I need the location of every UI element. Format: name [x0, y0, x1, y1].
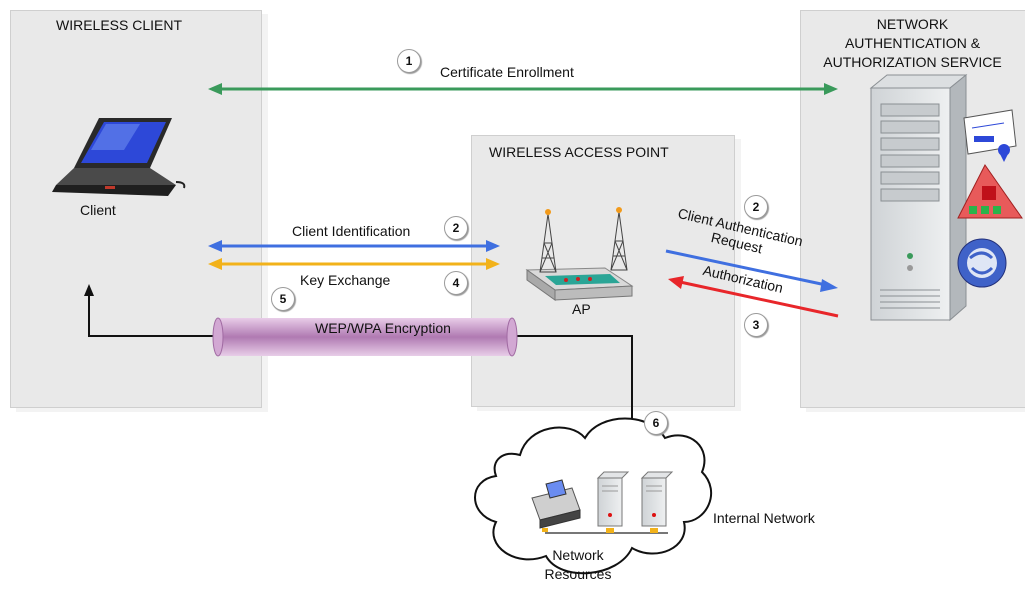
network-resources-line-2: Resources — [544, 566, 612, 582]
printer-icon — [531, 479, 581, 532]
auth-service-title-line-1: NETWORK — [876, 16, 949, 32]
network-resources-line-1: Network — [552, 547, 604, 563]
client-identification-label: Client Identification — [292, 223, 411, 239]
encryption-tunnel — [212, 317, 518, 357]
client-identification-arrow — [208, 240, 500, 252]
client-label: Client — [80, 202, 116, 218]
wep-wpa-encryption-label: WEP/WPA Encryption — [315, 320, 451, 336]
internal-network-cloud — [474, 417, 713, 575]
key-exchange-label: Key Exchange — [300, 272, 391, 288]
auth-service-title: NETWORK AUTHENTICATION & AUTHORIZATION S… — [800, 15, 1025, 72]
step-badge-identification: 2 — [444, 216, 468, 240]
step-badge-network-access: 6 — [644, 411, 668, 435]
step-badge-authorization: 3 — [744, 313, 768, 337]
certificate-icon — [963, 109, 1017, 162]
policy-icon — [957, 164, 1023, 219]
client-path-arrowhead — [84, 284, 94, 296]
laptop-icon — [52, 118, 186, 196]
key-exchange-arrow — [208, 258, 500, 270]
certificate-enrollment-label: Certificate Enrollment — [440, 64, 574, 80]
auth-service-title-line-3: AUTHORIZATION SERVICE — [823, 54, 1002, 70]
wireless-access-point-title: WIRELESS ACCESS POINT — [489, 144, 669, 160]
auth-service-title-line-2: AUTHENTICATION & — [844, 35, 981, 51]
server-icon — [869, 73, 968, 322]
network-path — [88, 296, 633, 440]
step-badge-auth-request: 2 — [744, 195, 768, 219]
authorization-arrow — [668, 276, 839, 318]
step-badge-encryption: 5 — [271, 287, 295, 311]
internal-network-label: Internal Network — [713, 510, 815, 526]
ap-label: AP — [572, 301, 591, 317]
router-icon — [525, 207, 634, 301]
directory-globe-icon — [957, 238, 1007, 288]
resource-server-2-icon — [640, 471, 674, 527]
step-badge-enrollment: 1 — [397, 49, 421, 73]
lan-bus — [545, 528, 668, 534]
network-resources-label: Network Resources — [530, 546, 626, 584]
certificate-enrollment-arrow — [208, 83, 838, 95]
wireless-client-title: WIRELESS CLIENT — [56, 17, 183, 33]
auth-request-arrow — [665, 249, 838, 292]
step-badge-key-exchange: 4 — [444, 271, 468, 295]
resource-server-1-icon — [596, 471, 630, 527]
